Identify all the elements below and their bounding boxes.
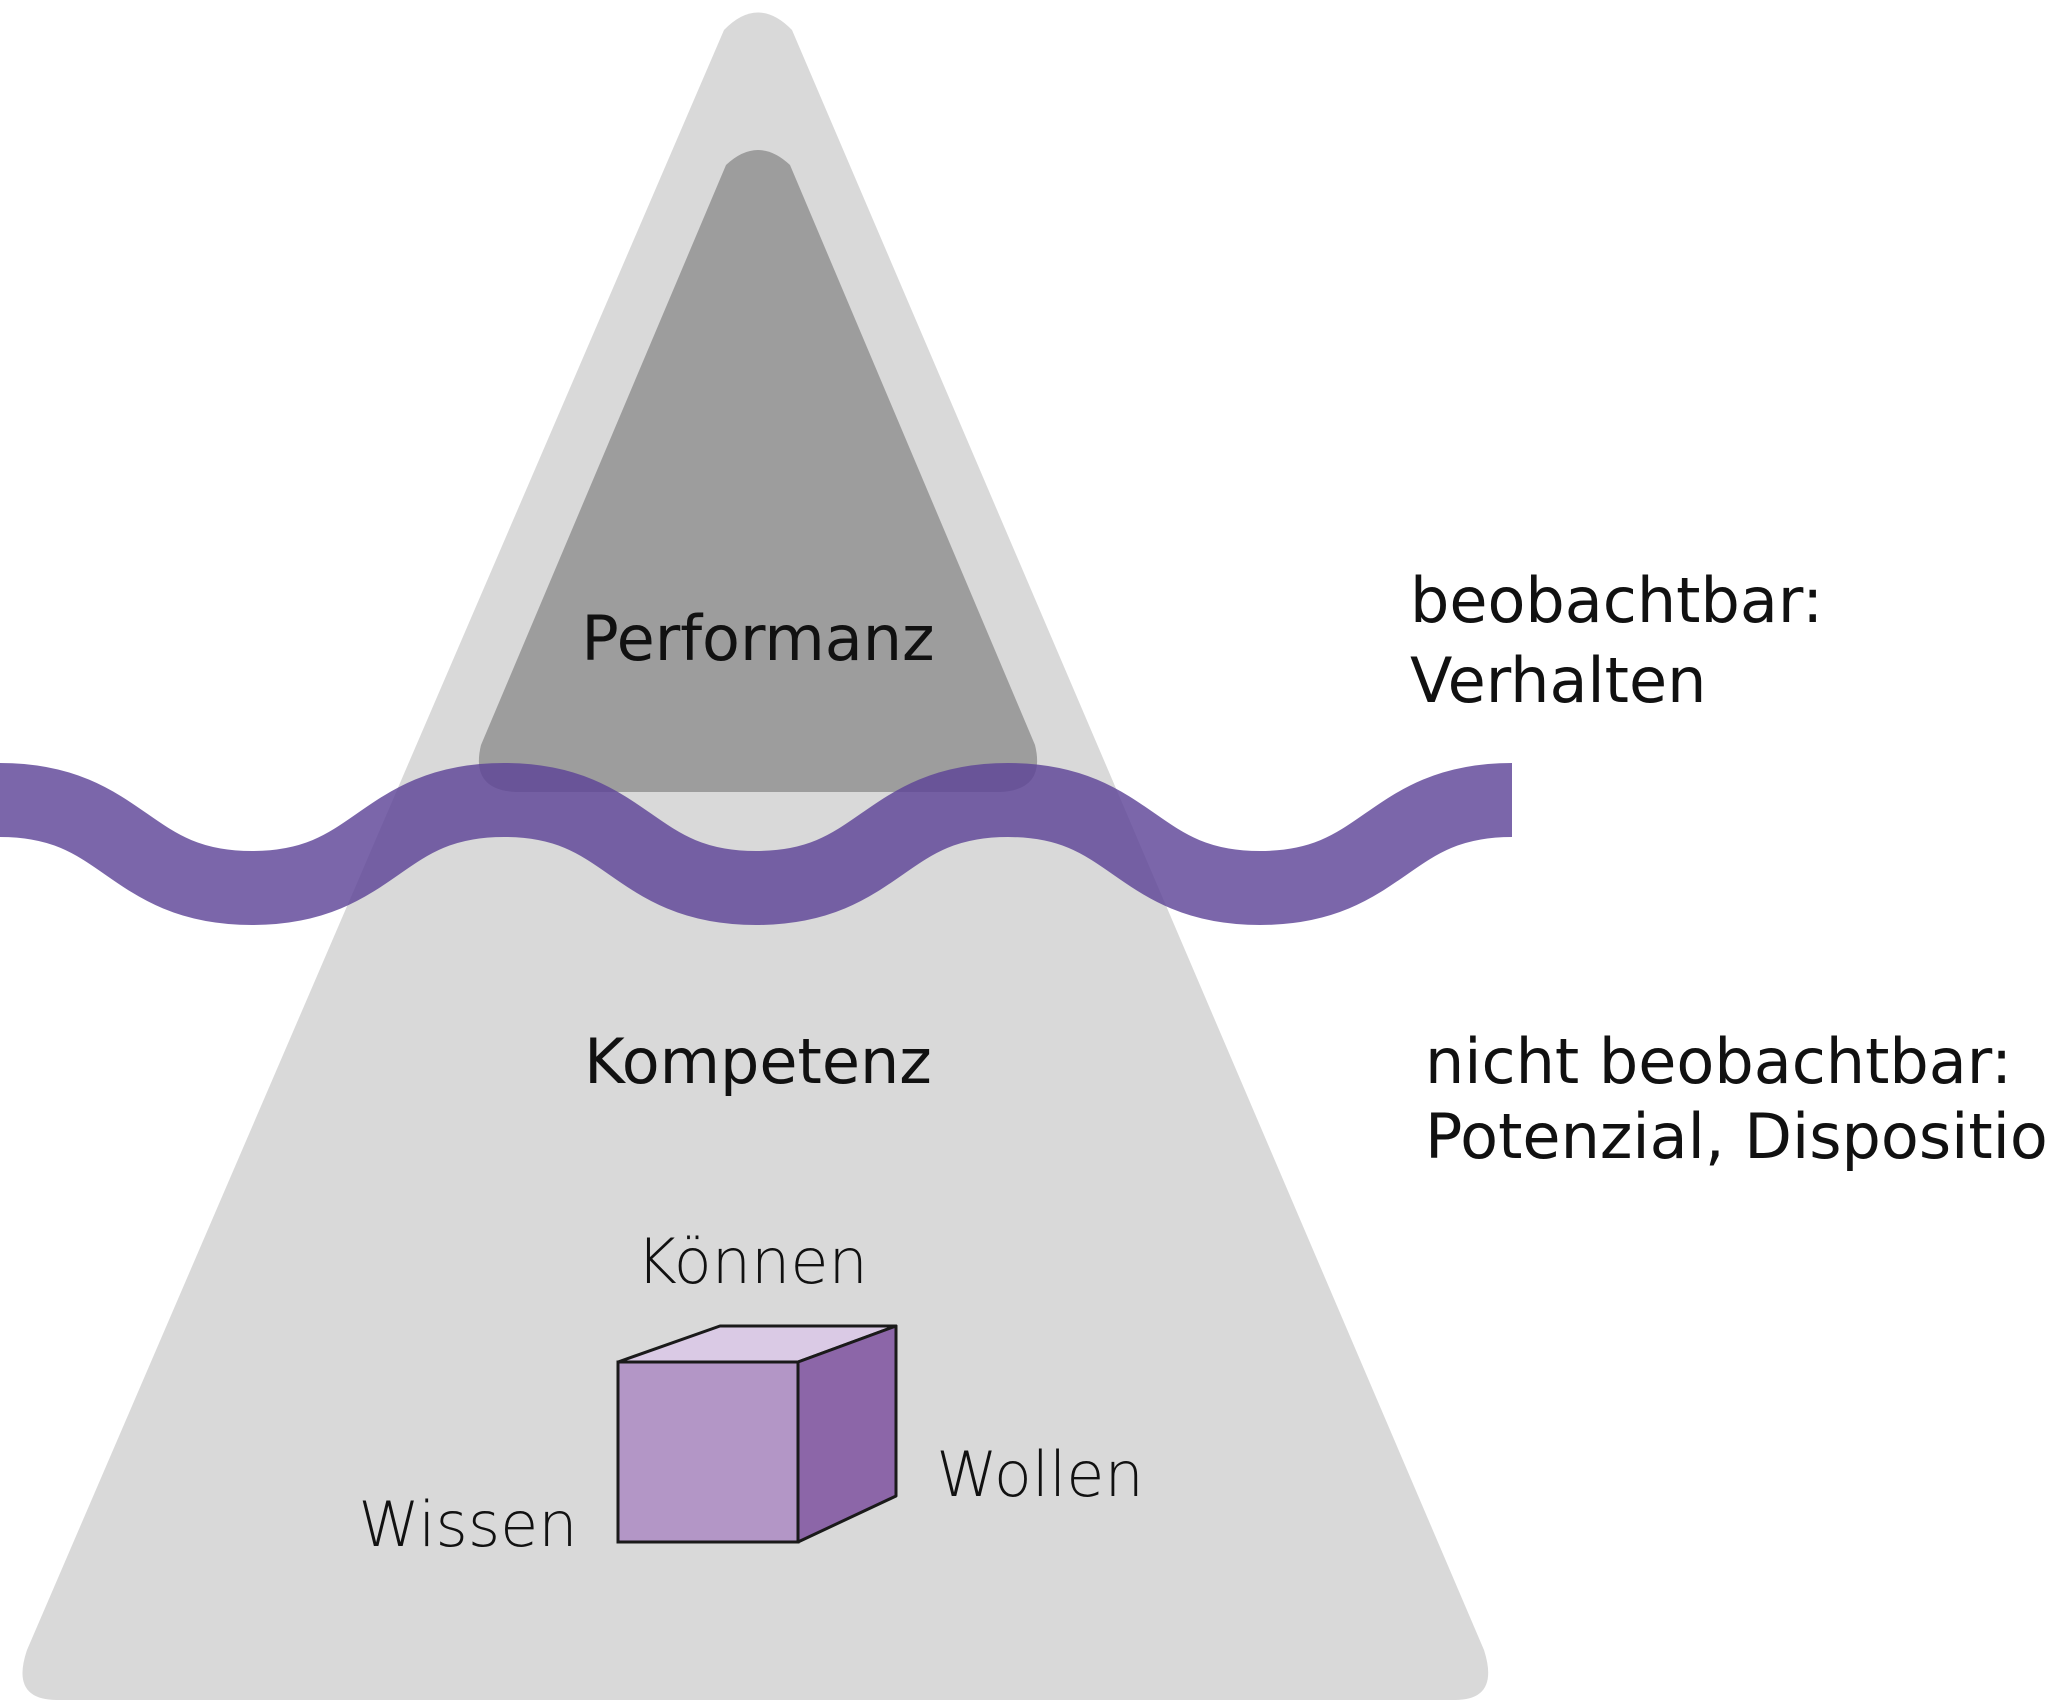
water-wave xyxy=(0,762,1514,926)
hidden-line2: Potenzial, Disposition xyxy=(1425,1100,2047,1173)
observable-line1: beobachtbar: xyxy=(1410,564,1823,637)
hidden-line1: nicht beobachtbar: xyxy=(1425,1025,2012,1098)
wollen-label: Wollen xyxy=(936,1438,1144,1511)
wissen-label: Wissen xyxy=(358,1488,577,1561)
kompetenz-label: Kompetenz xyxy=(584,1025,932,1098)
koennen-label: Können xyxy=(636,1225,868,1298)
performanz-label: Performanz xyxy=(581,602,934,675)
cube-front-face xyxy=(616,1360,800,1544)
performanz-tip xyxy=(478,150,1038,792)
observable-line2: Verhalten xyxy=(1410,644,1706,717)
competence-cube xyxy=(616,1324,898,1544)
